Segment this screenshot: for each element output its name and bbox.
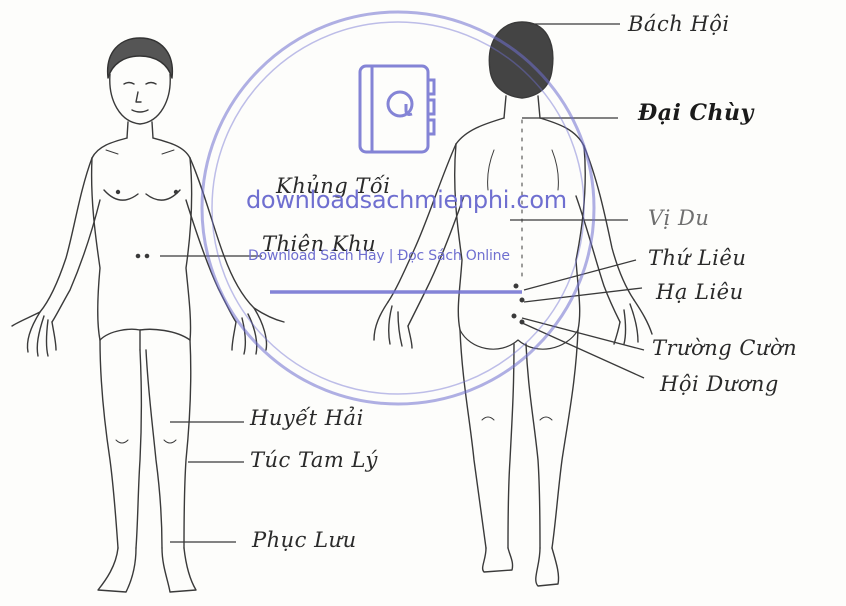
label-thu-lieu: Thứ Liêu <box>648 246 746 270</box>
label-huyet-hai: Huyết Hải <box>250 406 364 430</box>
label-phuc-luu: Phục Lưu <box>252 528 357 552</box>
watermark-site-text: downloadsachmienphi.com <box>246 186 567 214</box>
label-bach-hoi: Bách Hội <box>628 12 730 36</box>
leader-ha-lieu <box>524 288 642 302</box>
contact-book-icon <box>360 66 434 152</box>
label-tuc-tam-ly: Túc Tam Lý <box>250 448 378 472</box>
front-body-figure <box>12 38 284 592</box>
label-hoi-duong: Hội Dương <box>660 372 779 396</box>
label-truong-cuong: Trường Cườn <box>652 336 797 360</box>
label-dai-chuy: Đại Chùy <box>638 100 754 126</box>
label-ha-lieu: Hạ Liêu <box>656 280 744 304</box>
watermark-tagline: Download Sách Hay | Đọc Sách Online <box>248 248 510 264</box>
leader-thu-lieu <box>524 260 636 290</box>
back-body-figure <box>374 22 652 586</box>
label-vi-du: Vị Du <box>648 206 709 230</box>
